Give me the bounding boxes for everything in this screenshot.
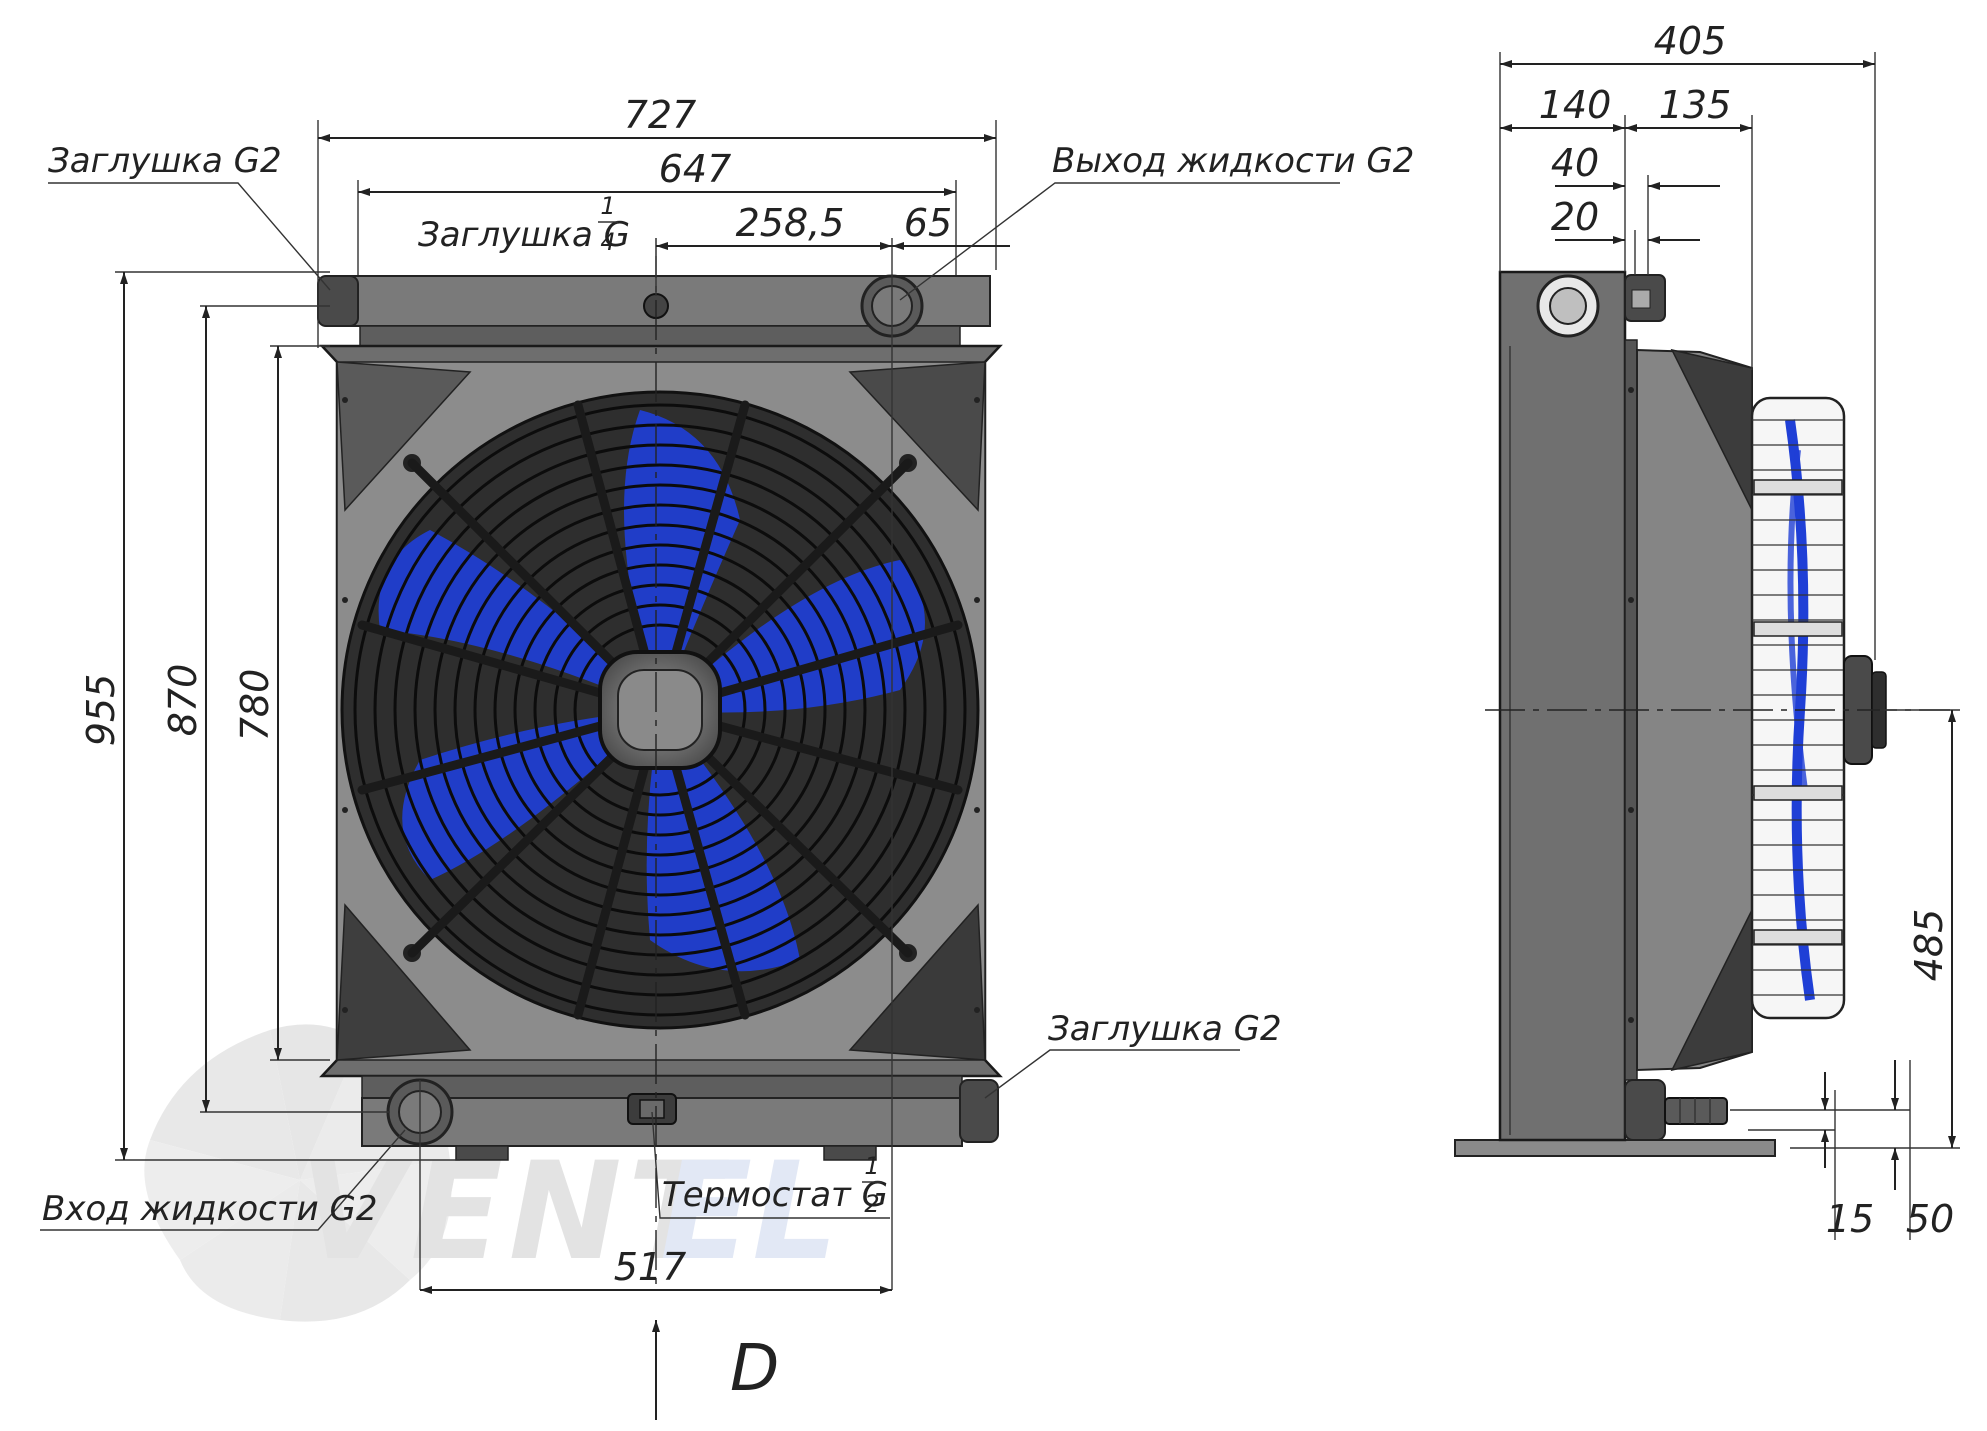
callout-thermostat-den: 2	[864, 1190, 879, 1218]
callout-small-plug-num: 1	[600, 192, 615, 220]
callout-thermostat-prefix: Термостат G	[662, 1175, 888, 1215]
base-plate	[1454, 1139, 1776, 1157]
side-view: 405 140 135 40 20 485 15 50	[1454, 19, 1960, 1241]
callout-small-plug: Заглушка G 1 4	[418, 192, 630, 256]
watermark-fan-icon	[144, 1024, 452, 1322]
callout-small-plug-prefix: Заглушка G	[418, 215, 630, 255]
dim-517: 517	[614, 1245, 687, 1289]
foot	[823, 1145, 877, 1161]
corner-plate-tr	[848, 361, 986, 512]
dim-780: 780	[233, 669, 277, 742]
fan-guard-rings	[353, 403, 967, 1017]
bottom-right-plug	[959, 1079, 999, 1143]
corner-plate-bl	[336, 903, 472, 1061]
callout-outlet: Выход жидкости G2	[1052, 141, 1414, 181]
dim-485: 485	[1907, 909, 1951, 982]
dim-15: 15	[1826, 1197, 1874, 1241]
callout-thermostat: Термостат G 1 2	[662, 1152, 888, 1218]
side-thermostat	[1664, 1097, 1728, 1125]
corner-plate-tl	[336, 361, 472, 512]
leader-outlet	[899, 182, 1340, 301]
leader-plug-bottom-right	[984, 1049, 1240, 1099]
callout-thermostat-num: 1	[864, 1152, 879, 1180]
dim-870: 870	[161, 664, 205, 737]
bottom-header-tank	[361, 1075, 999, 1161]
dim-50: 50	[1906, 1197, 1954, 1241]
dim-20: 20	[1551, 195, 1599, 239]
dim-140: 140	[1539, 83, 1612, 127]
corner-plate-br	[848, 903, 986, 1061]
side-fan-guard	[1750, 396, 1846, 1020]
dim-405: 405	[1654, 19, 1727, 63]
watermark-logo: VENT EL	[144, 1024, 838, 1322]
dim-258-5: 258,5	[736, 201, 845, 245]
watermark-text-accent: EL	[660, 1133, 838, 1290]
callout-plug-top-left: Заглушка G2	[48, 141, 282, 181]
view-label: D	[730, 1332, 779, 1406]
watermark-text: VENT	[300, 1133, 729, 1290]
dim-647: 647	[659, 147, 732, 191]
fan	[340, 390, 980, 1030]
front-view: 727 647 258,5 65 517 955 870 780 Заглушк…	[40, 93, 1414, 1420]
leader-plug-top-left	[48, 182, 331, 291]
leader-inlet	[40, 1129, 406, 1231]
top-header-tank	[317, 274, 991, 347]
callout-inlet: Вход жидкости G2	[42, 1189, 378, 1229]
dim-955: 955	[79, 674, 123, 747]
tank-column	[1498, 270, 1627, 1142]
dim-40: 40	[1551, 141, 1599, 185]
callout-plug-bottom-right: Заглушка G2	[1048, 1009, 1282, 1049]
dim-135: 135	[1659, 83, 1732, 127]
dim-727: 727	[624, 93, 697, 137]
side-bottom-plug	[1624, 1079, 1666, 1141]
leader-thermostat	[651, 1111, 890, 1219]
callout-small-plug-den: 4	[600, 228, 615, 256]
dim-65: 65	[904, 201, 952, 245]
foot	[455, 1145, 509, 1161]
